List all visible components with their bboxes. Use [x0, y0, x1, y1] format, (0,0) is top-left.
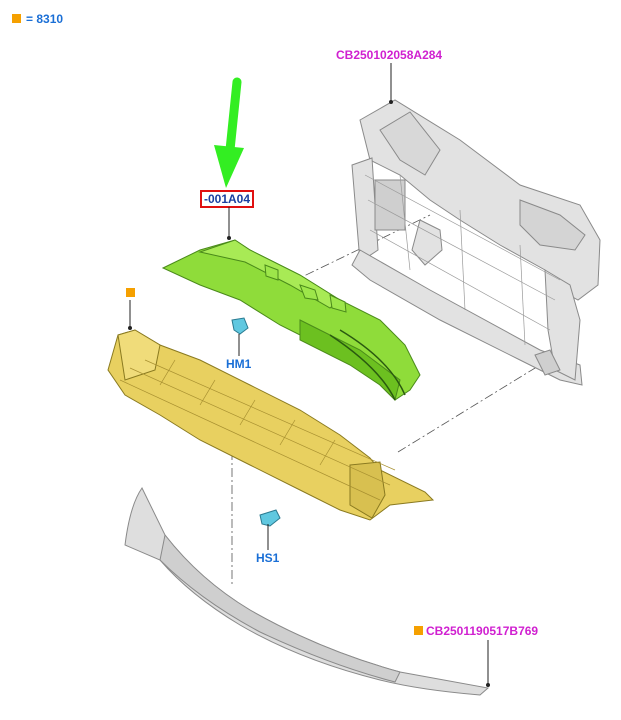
- screw-fastener: [259, 509, 281, 527]
- frame-part-label[interactable]: CB250102058A284: [336, 48, 442, 62]
- legend-text: = 8310: [26, 12, 63, 26]
- lower-strip-part: [124, 487, 490, 696]
- upper-bracket-part: [161, 239, 421, 401]
- clip-label[interactable]: HM1: [226, 357, 252, 371]
- frame-leader-dot: [389, 100, 393, 104]
- lower-shield-part: [107, 329, 435, 521]
- lower-part-marker: [414, 626, 423, 635]
- pointer-arrow: [214, 77, 244, 188]
- highlighted-part-label[interactable]: -001A04: [204, 192, 250, 206]
- shield-grid-lines: [119, 359, 396, 501]
- lower-part-label[interactable]: CB2501190517B769: [426, 624, 538, 638]
- shield-leader-dot: [128, 326, 132, 330]
- shield-marker: [126, 288, 135, 297]
- legend-marker: [12, 14, 21, 23]
- front-end-carrier: [351, 99, 601, 386]
- clip-fastener: [231, 317, 249, 335]
- screw-label[interactable]: HS1: [256, 551, 280, 565]
- frame-detail-lines: [364, 174, 561, 346]
- highlight-box: [200, 190, 254, 208]
- lower-part-leader-dot: [486, 683, 490, 687]
- highlight-leader-dot: [227, 236, 231, 240]
